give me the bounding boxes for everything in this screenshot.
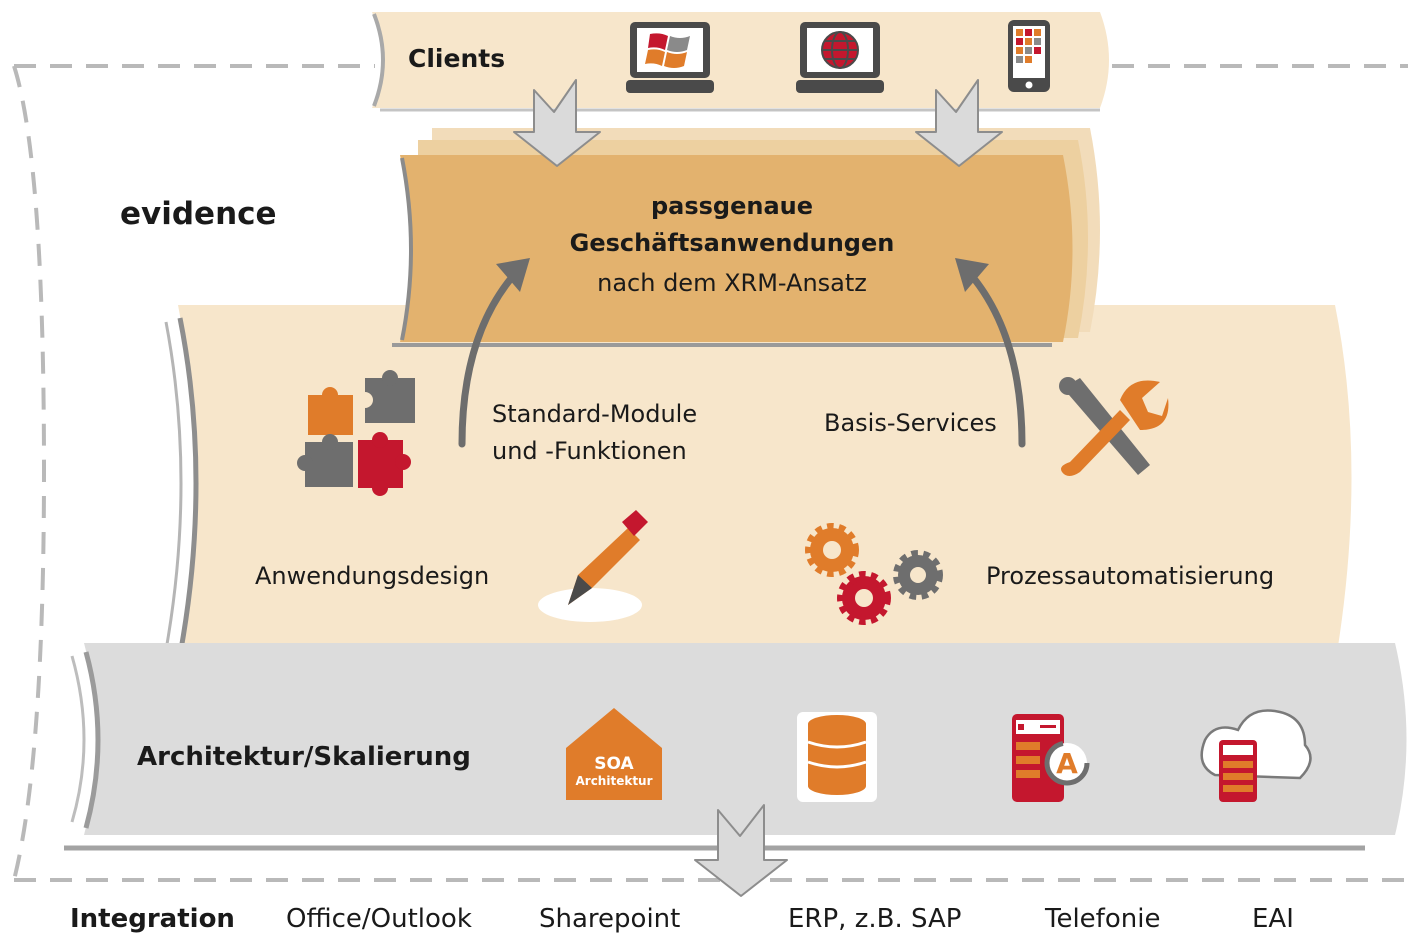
cloud-server-icon — [1200, 709, 1312, 802]
curved-arrow-left — [458, 258, 530, 448]
integration-item-eai: EAI — [1252, 904, 1294, 934]
database-icon — [797, 712, 877, 802]
architektur-label: Architektur/Skalierung — [137, 742, 471, 772]
core-box — [392, 128, 1100, 347]
globe-laptop-icon — [796, 22, 884, 93]
modules-line1: Standard-Module — [492, 400, 698, 428]
svg-text:A: A — [1056, 747, 1078, 780]
server-availability-icon: A — [1012, 714, 1090, 802]
prozessautomatisierung-label: Prozessautomatisierung — [986, 562, 1275, 590]
integration-item-office: Office/Outlook — [286, 904, 472, 934]
soa-subtitle: Architektur — [575, 774, 653, 788]
gears-icon — [805, 523, 943, 625]
pencil-icon — [538, 510, 648, 622]
soa-title: SOA — [594, 754, 634, 774]
integration-item-telefonie: Telefonie — [1045, 904, 1161, 934]
soa-house-icon — [566, 708, 662, 800]
clients-label: Clients — [408, 44, 506, 73]
brand-title: evidence — [120, 196, 277, 232]
integration-item-sharepoint: Sharepoint — [539, 904, 681, 934]
down-arrow-right — [915, 79, 1003, 167]
integration-item-erp: ERP, z.B. SAP — [788, 904, 962, 934]
dashed-frame — [12, 64, 1408, 882]
integration-label: Integration — [70, 904, 235, 934]
clients-band — [372, 12, 1109, 112]
architecture-band — [64, 643, 1407, 851]
core-title-line1: passgenaue — [650, 192, 814, 220]
windows-laptop-icon — [626, 22, 714, 93]
platform-band — [150, 305, 1352, 682]
curved-arrow-right — [955, 258, 1026, 448]
modules-line2: und -Funktionen — [492, 437, 687, 465]
core-subtitle: nach dem XRM-Ansatz — [597, 269, 867, 297]
down-arrow-integration — [694, 804, 788, 897]
tools-icon — [1059, 377, 1169, 476]
anwendungsdesign-label: Anwendungsdesign — [255, 562, 490, 590]
down-arrow-left — [513, 79, 601, 167]
basis-services-label: Basis-Services — [824, 409, 997, 437]
smartphone-icon — [1008, 20, 1050, 92]
puzzle-icon — [297, 370, 415, 496]
core-title-line2: Geschäftsanwendungen — [569, 229, 895, 257]
